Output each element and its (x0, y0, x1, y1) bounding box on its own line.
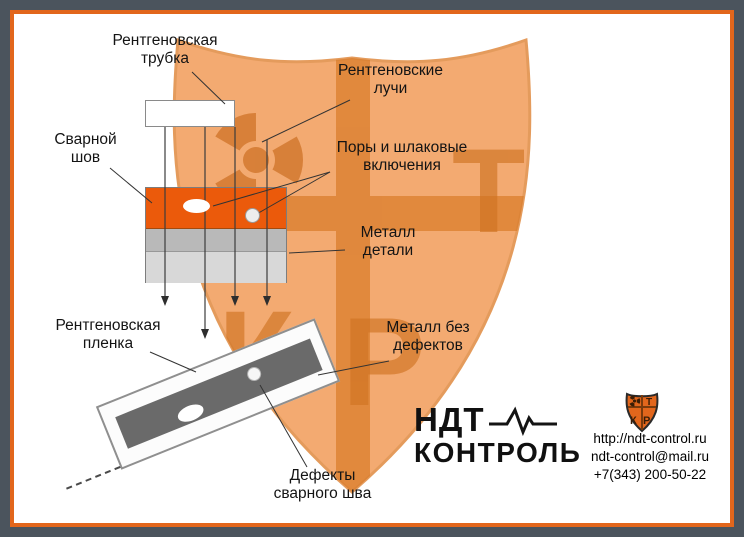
brand-logo: НДТ КОНТРОЛЬ (414, 401, 581, 469)
xray-tube-shape (145, 100, 235, 127)
label-weld-defects: Дефекты сварного швa (273, 467, 372, 503)
svg-text:Т: Т (646, 397, 652, 408)
phone-number: +7(343) 200-50-22 (593, 467, 707, 483)
label-xray-tube: Рентгеновская трубка (112, 32, 218, 68)
metal-mid-layer (146, 229, 286, 252)
slag-defect-circle (245, 208, 260, 223)
label-metal-part: Металл детали (360, 224, 416, 260)
logo-text-ndt: НДТ (414, 401, 485, 438)
metal-lower-layer (146, 252, 286, 283)
contact-block: http://ndt-control.ru ndt-control@mail.r… (570, 430, 730, 484)
svg-text:К: К (630, 415, 637, 427)
svg-text:Р: Р (342, 293, 425, 432)
label-xray-film: Рентгеновская пленка (55, 317, 161, 353)
label-pores-inclusions: Поры и шлаковые включения (336, 139, 468, 175)
svg-text:Т: Т (452, 124, 525, 258)
logo-text-control: КОНТРОЛЬ (414, 437, 582, 468)
label-xray-rays: Рентгеновские лучи (338, 62, 443, 98)
pulse-icon (488, 406, 557, 436)
weld-specimen-block (145, 187, 287, 283)
label-metal-no-defects: Металл без дефектов (386, 319, 470, 355)
website-url: http://ndt-control.ru (593, 431, 707, 446)
email-address: ndt-control@mail.ru (591, 449, 709, 465)
label-weld-seam: Сварной шов (54, 131, 117, 167)
weld-seam-band (146, 188, 286, 229)
ndt-shield-icon: Т К Р (625, 392, 659, 433)
pore-defect-ellipse (183, 199, 210, 213)
svg-text:Р: Р (643, 415, 650, 427)
